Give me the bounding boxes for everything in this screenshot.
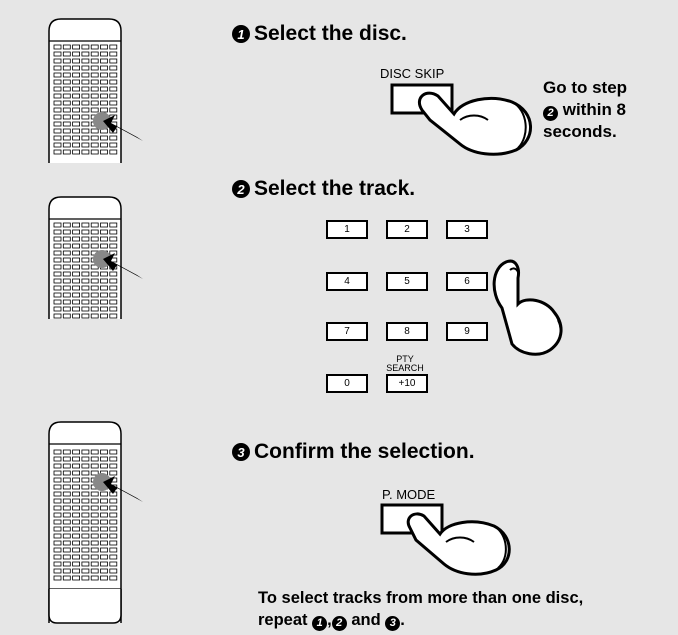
- pointing-hand-icon: [492, 259, 563, 356]
- pressing-hand-icon: [406, 512, 511, 576]
- key-6[interactable]: 6: [446, 272, 488, 291]
- footer-line-1: To select tracks from more than one disc…: [258, 589, 584, 607]
- footer-sep: ,: [327, 611, 332, 629]
- remote-illustration-1: [48, 18, 143, 163]
- timing-note-line-1: Go to step: [543, 78, 628, 97]
- step-2-number: 2: [232, 180, 250, 198]
- step-1-heading: 1 Select the disc.: [232, 22, 407, 46]
- footer-line-2: repeat 1,2 and 3.: [258, 609, 583, 631]
- footer-note: To select tracks from more than one disc…: [258, 587, 583, 631]
- key-5[interactable]: 5: [386, 272, 428, 291]
- step-2-title: Select the track.: [254, 177, 416, 200]
- step-2-heading: 2 Select the track.: [232, 177, 415, 201]
- remote-illustration-3: [48, 421, 143, 624]
- search-label: SEARCH: [386, 363, 424, 373]
- step-1-title: Select the disc.: [254, 22, 407, 45]
- remote-illustration-2: [48, 196, 143, 319]
- key-9[interactable]: 9: [446, 322, 488, 341]
- step-3-heading: 3 Confirm the selection.: [232, 440, 475, 464]
- footer-and: and: [351, 611, 381, 629]
- pty-label: PTY: [396, 354, 414, 364]
- key-8[interactable]: 8: [386, 322, 428, 341]
- timing-note-step-number: 2: [543, 105, 558, 121]
- timing-note: Go to step 2 within 8 seconds.: [543, 77, 663, 143]
- footer-repeat-text: repeat: [258, 611, 308, 629]
- disc-skip-label: DISC SKIP: [380, 66, 445, 81]
- timing-note-line-3: seconds.: [543, 122, 617, 141]
- key-1[interactable]: 1: [326, 220, 368, 239]
- p-mode-label: P. MODE: [382, 487, 436, 502]
- key-3[interactable]: 3: [446, 220, 488, 239]
- key-7[interactable]: 7: [326, 322, 368, 341]
- timing-note-line-2: within 8: [562, 100, 627, 119]
- key-plus-10[interactable]: +10: [386, 374, 428, 393]
- step-1-number: 1: [232, 25, 250, 43]
- footer-step-2: 2: [331, 615, 347, 631]
- footer-step-3: 3: [385, 615, 401, 631]
- pressing-hand-icon: [417, 91, 532, 156]
- footer-step-1: 1: [312, 615, 328, 631]
- key-0[interactable]: 0: [326, 374, 368, 393]
- key-2[interactable]: 2: [386, 220, 428, 239]
- key-4[interactable]: 4: [326, 272, 368, 291]
- footer-end: .: [400, 611, 405, 629]
- step-3-title: Confirm the selection.: [254, 440, 475, 463]
- step-3-number: 3: [232, 443, 250, 461]
